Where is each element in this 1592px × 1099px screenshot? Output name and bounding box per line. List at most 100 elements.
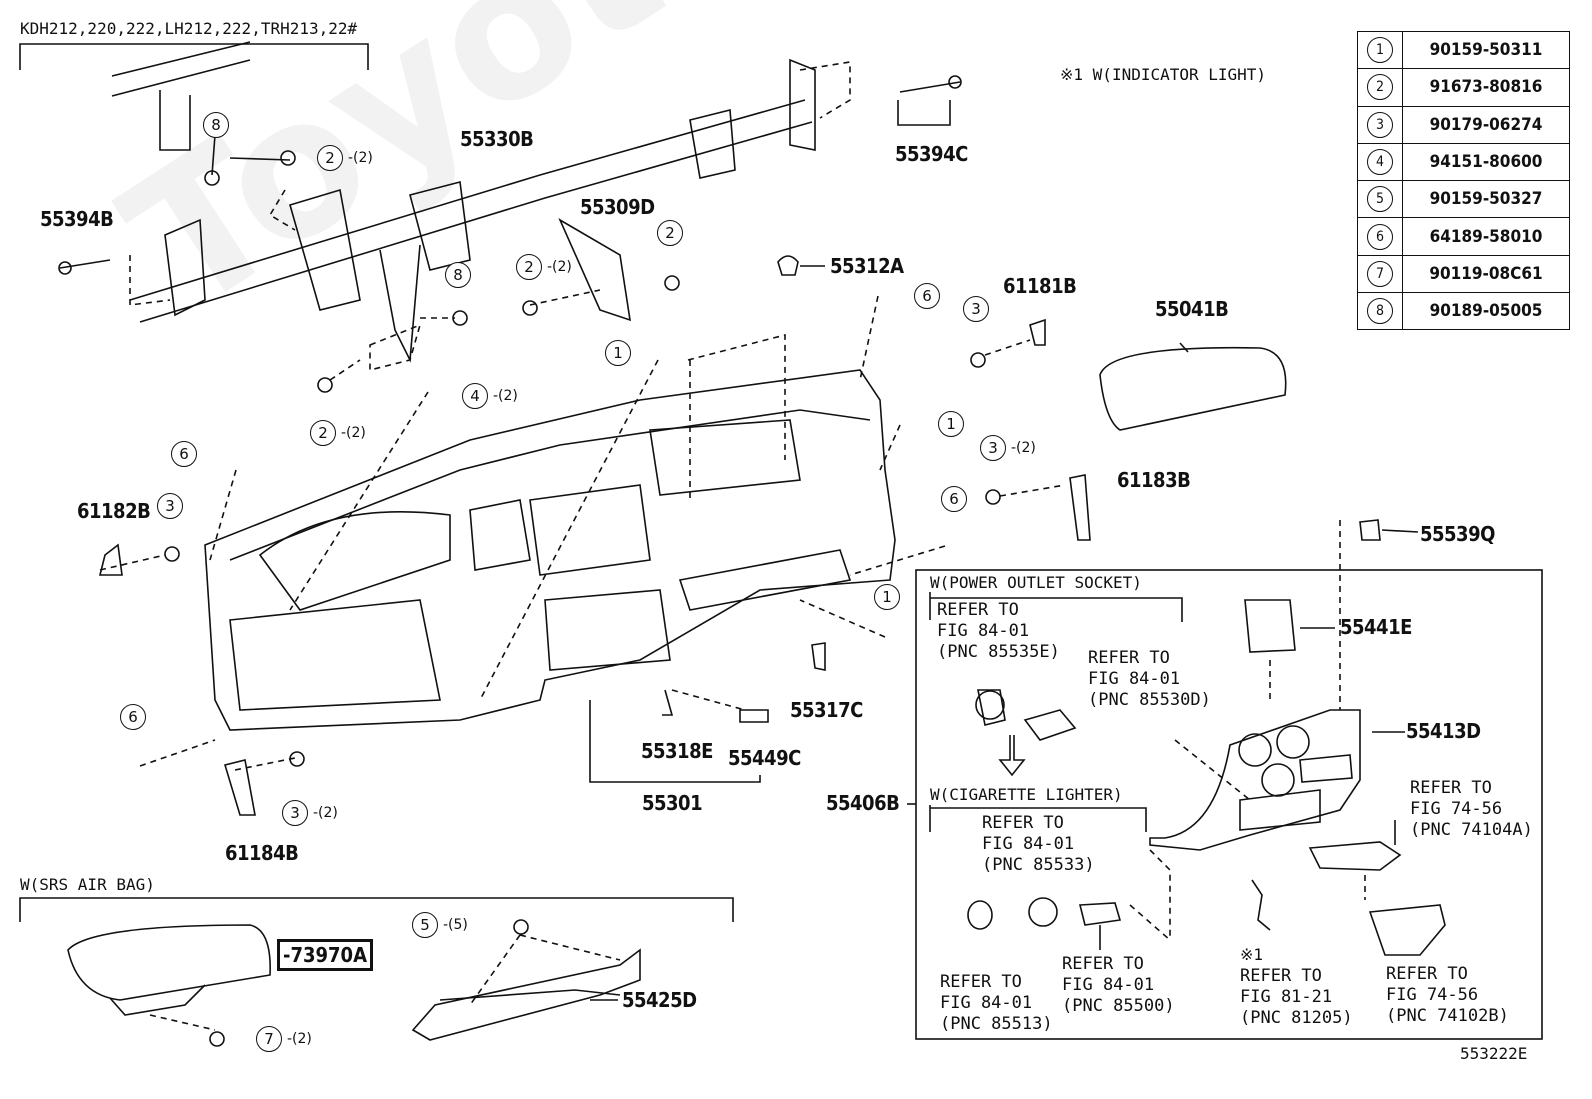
reference-fig-84-01-85513[interactable]: REFER TO FIG 84-01 (PNC 85513) [940,972,1053,1034]
legend-part-number[interactable]: 90159-50311 [1402,30,1570,70]
fastener-badge-1[interactable]: 1 [605,340,631,366]
legend-number-cell: 4 [1357,142,1403,182]
fastener-badge-2[interactable]: 2 [516,254,542,280]
label-61183B[interactable]: 61183B [1117,468,1191,492]
legend-number-cell: 8 [1357,292,1403,331]
legend-part-number[interactable]: 94151-80600 [1402,142,1570,182]
parts-legend-table: 1 90159-50311 2 91673-80816 3 90179-06274 4 941… [1357,30,1570,331]
fastener-badge-8[interactable]: 8 [445,262,471,288]
fastener-badge-7[interactable]: 7 [256,1026,282,1052]
reference-fig-74-56-74104A[interactable]: REFER TO FIG 74-56 (PNC 74104A) [1410,778,1533,840]
legend-row: 4 94151-80600 [1357,142,1570,182]
instrument-panel [204,333,896,731]
legend-part-number[interactable]: 90159-50327 [1402,180,1570,219]
fastener-badge-5[interactable]: 5 [412,912,438,938]
legend-row: 7 90119-08C61 [1357,254,1570,294]
qty-note: -(2) [341,425,366,441]
legend-number-badge: 2 [1367,74,1393,101]
reference-fig-74-56-74102B[interactable]: REFER TO FIG 74-56 (PNC 74102B) [1386,964,1509,1026]
fastener-badge-6[interactable]: 6 [171,441,197,467]
legend-number-badge: 7 [1367,260,1393,287]
reference-fig-84-01-85535E[interactable]: REFER TO FIG 84-01 (PNC 85535E) [937,600,1060,662]
qty-note: -(2) [1011,440,1036,456]
legend-number-cell: 2 [1357,68,1403,107]
qty-note: -(2) [493,388,518,404]
legend-number-badge: 6 [1367,223,1393,250]
legend-number-badge: 5 [1367,186,1393,213]
legend-number-cell: 7 [1357,254,1403,294]
qty-note: -(5) [443,917,468,933]
model-header: KDH212,220,222,LH212,222,TRH213,22# [20,19,358,38]
fastener-badge-2[interactable]: 2 [317,145,343,171]
legend-number-badge: 4 [1367,149,1393,176]
label-55301[interactable]: 55301 [642,791,703,815]
fastener-badge-3[interactable]: 3 [980,435,1006,461]
label-61184B[interactable]: 61184B [225,841,299,865]
legend-part-number[interactable]: 90179-06274 [1402,105,1570,144]
label-55539Q[interactable]: 55539Q [1420,522,1495,546]
qty-note: -(2) [547,259,572,275]
fastener-badge-3[interactable]: 3 [157,493,183,519]
fastener-badge-2[interactable]: 2 [310,420,336,446]
qty-note: -(2) [287,1031,312,1047]
legend-part-number[interactable]: 64189-58010 [1402,217,1570,256]
fastener-badge-6[interactable]: 6 [941,486,967,512]
legend-number-cell: 1 [1357,30,1403,70]
label-55330B[interactable]: 55330B [460,127,534,151]
label-55406B[interactable]: 55406B [826,791,900,815]
legend-number-badge: 1 [1367,37,1393,64]
label-55425D[interactable]: 55425D [622,988,697,1012]
fastener-badge-2[interactable]: 2 [657,220,683,246]
legend-row: 8 90189-05005 [1357,292,1570,331]
label-55449C[interactable]: 55449C [728,746,801,770]
label-55041B[interactable]: 55041B [1155,297,1229,321]
legend-number-badge: 8 [1367,298,1393,325]
fastener-badge-3[interactable]: 3 [963,296,989,322]
figure-code: 553222E [1460,1044,1528,1063]
dash-reinforcement-beam [111,41,851,372]
label-55312A[interactable]: 55312A [830,254,904,278]
legend-row: 6 64189-58010 [1357,217,1570,256]
legend-part-number[interactable]: 91673-80816 [1402,68,1570,107]
indicator-mark: ※1 [1240,945,1264,964]
legend-number-cell: 6 [1357,217,1403,256]
center-cluster-panel [1149,709,1405,851]
fastener-badge-6[interactable]: 6 [914,283,940,309]
label-55441E[interactable]: 55441E [1340,615,1412,639]
label-55394C[interactable]: 55394C [895,142,968,166]
legend-row: 2 91673-80816 [1357,68,1570,107]
legend-number-cell: 3 [1357,105,1403,144]
reference-fig-84-01-85533[interactable]: REFER TO FIG 84-01 (PNC 85533) [982,813,1095,875]
qty-note: -(2) [313,805,338,821]
legend-part-number[interactable]: 90119-08C61 [1402,254,1570,294]
fastener-badge-8[interactable]: 8 [203,112,229,138]
reference-fig-81-21-81205[interactable]: REFER TO FIG 81-21 (PNC 81205) [1240,966,1353,1028]
indicator-note: ※1 W(INDICATOR LIGHT) [1060,65,1267,84]
legend-number-cell: 5 [1357,180,1403,219]
reference-fig-84-01-85530D[interactable]: REFER TO FIG 84-01 (PNC 85530D) [1088,648,1211,710]
label-61182B[interactable]: 61182B [77,499,151,523]
section-srs-air-bag: W(SRS AIR BAG) [20,875,155,894]
label-61181B[interactable]: 61181B [1003,274,1077,298]
label-55309D[interactable]: 55309D [580,195,655,219]
legend-number-badge: 3 [1367,111,1393,138]
fastener-badge-3[interactable]: 3 [282,800,308,826]
fastener-badge-1[interactable]: 1 [874,584,900,610]
qty-note: -(2) [348,150,373,166]
label-55317C[interactable]: 55317C [790,698,863,722]
fastener-badge-1[interactable]: 1 [938,411,964,437]
legend-part-number[interactable]: 90189-05005 [1402,292,1570,331]
label-73970A-highlighted[interactable]: -73970A [277,939,373,971]
section-power-outlet: W(POWER OUTLET SOCKET) [930,573,1142,592]
legend-row: 3 90179-06274 [1357,105,1570,144]
label-55413D[interactable]: 55413D [1406,719,1481,743]
legend-row: 1 90159-50311 [1357,30,1570,70]
fastener-badge-6[interactable]: 6 [120,704,146,730]
label-55394B[interactable]: 55394B [40,207,114,231]
label-55318E[interactable]: 55318E [641,739,713,763]
legend-row: 5 90159-50327 [1357,180,1570,219]
reference-fig-84-01-85500[interactable]: REFER TO FIG 84-01 (PNC 85500) [1062,954,1175,1016]
fastener-badge-4[interactable]: 4 [462,383,488,409]
